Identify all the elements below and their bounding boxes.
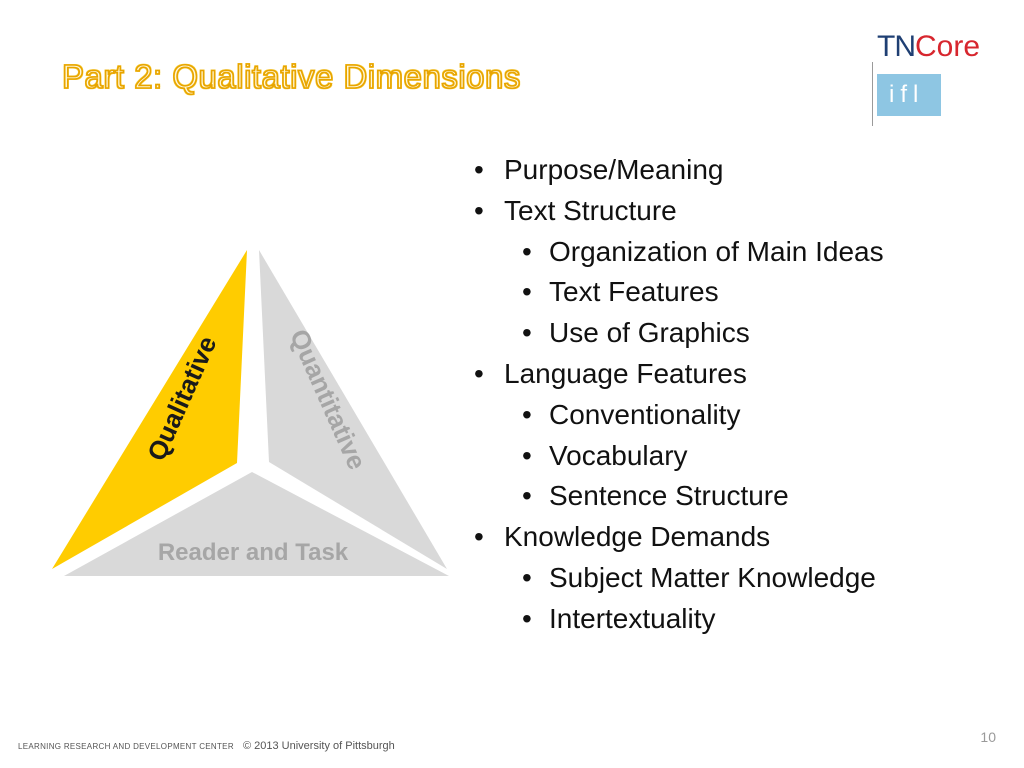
- bullet-dot: •: [522, 276, 532, 308]
- list-item: •Subject Matter Knowledge: [470, 558, 1010, 599]
- list-item: •Use of Graphics: [470, 313, 1010, 354]
- bullet-dot: •: [522, 602, 532, 634]
- slide-title: Part 2: Qualitative Dimensions: [61, 57, 521, 96]
- list-item: •Purpose/Meaning: [470, 150, 1010, 191]
- quantitative-segment: [259, 250, 447, 569]
- bullet-dot: •: [522, 561, 532, 593]
- reader-task-segment: [64, 472, 449, 576]
- list-item: •Text Structure: [470, 191, 1010, 232]
- bullet-dot: •: [474, 521, 484, 553]
- reader-task-label: Reader and Task: [158, 539, 349, 566]
- tncore-logo: TNCore: [877, 30, 980, 64]
- list-item: •Vocabulary: [470, 436, 1010, 477]
- page-number: 10: [980, 729, 996, 745]
- footer: LEARNING RESEARCH AND DEVELOPMENT CENTER…: [18, 740, 395, 752]
- list-item: •Sentence Structure: [470, 476, 1010, 517]
- bullet-dot: •: [522, 235, 532, 267]
- ifl-logo: ifl: [877, 74, 941, 116]
- qualitative-segment: [52, 250, 247, 569]
- bullet-dot: •: [474, 357, 484, 389]
- list-item: •Language Features: [470, 354, 1010, 395]
- logo-tn-text: TN: [877, 30, 916, 63]
- logo-core-text: Core: [915, 30, 981, 63]
- bullet-dot: •: [522, 317, 532, 349]
- footer-org: LEARNING RESEARCH AND DEVELOPMENT CENTER: [18, 742, 234, 751]
- logo-divider: [872, 62, 873, 126]
- list-item: •Intertextuality: [470, 599, 1010, 640]
- bullet-dot: •: [522, 439, 532, 471]
- text-complexity-triangle: Qualitative Quantitative Reader and Task: [52, 250, 449, 576]
- list-item: •Conventionality: [470, 395, 1010, 436]
- list-item: •Text Features: [470, 272, 1010, 313]
- bullet-dot: •: [522, 480, 532, 512]
- list-item: •Organization of Main Ideas: [470, 232, 1010, 273]
- bullet-dot: •: [474, 154, 484, 185]
- dimension-list: •Purpose/Meaning •Text Structure •Organi…: [470, 150, 1010, 640]
- footer-copyright: © 2013 University of Pittsburgh: [242, 740, 395, 752]
- bullet-dot: •: [474, 194, 484, 226]
- bullet-dot: •: [522, 398, 532, 430]
- list-item: •Knowledge Demands: [470, 517, 1010, 558]
